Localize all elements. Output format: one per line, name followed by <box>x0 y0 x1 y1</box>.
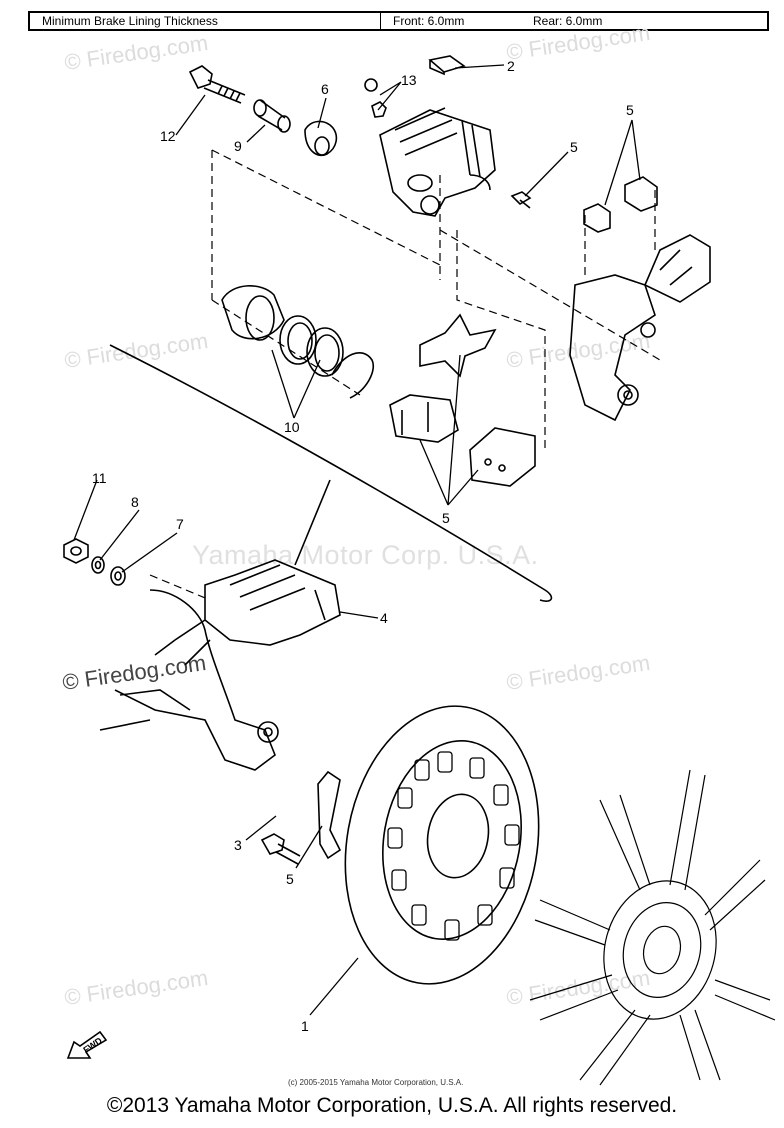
callout-12: 11 <box>92 470 107 486</box>
part-caliper-lower <box>99 559 341 771</box>
part-bleeder-9 <box>364 78 387 118</box>
callout-9: 13 <box>401 72 417 88</box>
callout-6: 6 <box>321 81 329 97</box>
callout-4: 4 <box>380 610 388 626</box>
callout-5-pad: 5 <box>442 510 450 526</box>
callout-11: 2 <box>507 58 515 74</box>
part-sleeve-7 <box>253 99 291 133</box>
callout-14: 7 <box>176 516 184 532</box>
part-shim <box>419 313 497 378</box>
part-disc-1 <box>344 705 540 985</box>
callout-8: 12 <box>160 128 176 144</box>
callout-10: 10 <box>284 419 300 435</box>
part-washer-13 <box>91 556 105 574</box>
part-lockplate-2 <box>317 770 342 860</box>
callout-13: 8 <box>131 494 139 510</box>
part-piston-seals-10 <box>221 285 374 399</box>
callout-2: 5 <box>286 871 294 887</box>
copyright-footer: ©2013 Yamaha Motor Corporation, U.S.A. A… <box>106 1094 678 1117</box>
part-cap-11 <box>428 55 466 76</box>
callout-5-bolt: 5 <box>570 139 578 155</box>
part-caliper-upper <box>379 107 496 217</box>
part-boot-6 <box>304 120 338 157</box>
header-rear-spec: Rear: 6.0mm <box>533 14 603 28</box>
brake-spec-header: Minimum Brake Lining Thickness Front: 6.… <box>28 11 769 31</box>
header-title: Minimum Brake Lining Thickness <box>30 13 381 29</box>
part-clip-right <box>583 176 658 233</box>
callout-1: 1 <box>301 1018 309 1034</box>
part-pads <box>389 394 536 487</box>
callout-7: 9 <box>234 138 242 154</box>
part-bracket-right <box>569 234 711 422</box>
callout-3: 3 <box>234 837 242 853</box>
wheel-hub <box>529 769 776 1086</box>
separator-line <box>109 344 553 602</box>
part-washer-14 <box>110 566 126 586</box>
part-bolt-3 <box>260 833 301 865</box>
leader-line <box>294 479 331 566</box>
callout-5-clip: 5 <box>626 102 634 118</box>
watermark-yamaha-corp: Yamaha Motor Corp. U.S.A. <box>192 540 539 570</box>
part-nut-12 <box>63 538 89 564</box>
part-bolt-8 <box>188 65 246 104</box>
forward-arrow-icon: FWD <box>66 1030 108 1059</box>
source-note: (c) 2005-2015 Yamaha Motor Corporation, … <box>288 1078 464 1087</box>
header-front-spec: Front: 6.0mm <box>393 14 465 28</box>
part-bolt-5 <box>510 191 532 209</box>
